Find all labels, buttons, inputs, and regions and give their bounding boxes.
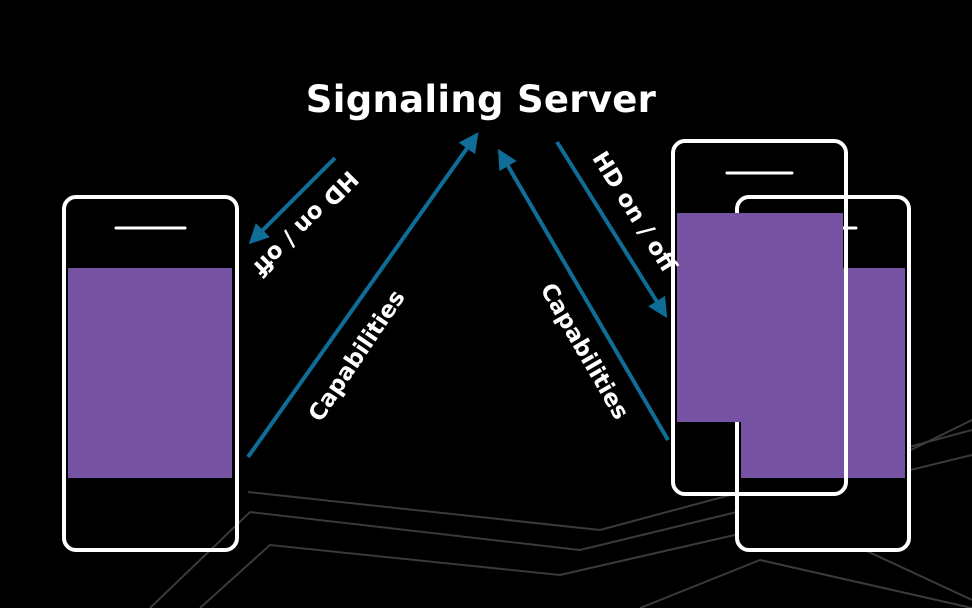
left-phone-outline <box>62 195 239 552</box>
right-phone-front-video <box>677 213 843 422</box>
left-phone-screen-video <box>68 268 232 478</box>
arrows <box>246 132 670 459</box>
right-phone-front-outline <box>671 139 848 496</box>
right-capabilities-label: Capabilities <box>535 279 634 424</box>
left-phone <box>62 195 239 552</box>
left-capabilities-arrow <box>246 132 479 459</box>
right-phone-front <box>671 139 848 496</box>
signaling-server-title: Signaling Server <box>305 78 657 121</box>
left-hd-arrow <box>248 156 337 245</box>
right-hd-arrow <box>555 140 668 319</box>
left-hd-label: HD on / off <box>247 165 363 281</box>
right-capabilities-arrow <box>497 148 670 442</box>
